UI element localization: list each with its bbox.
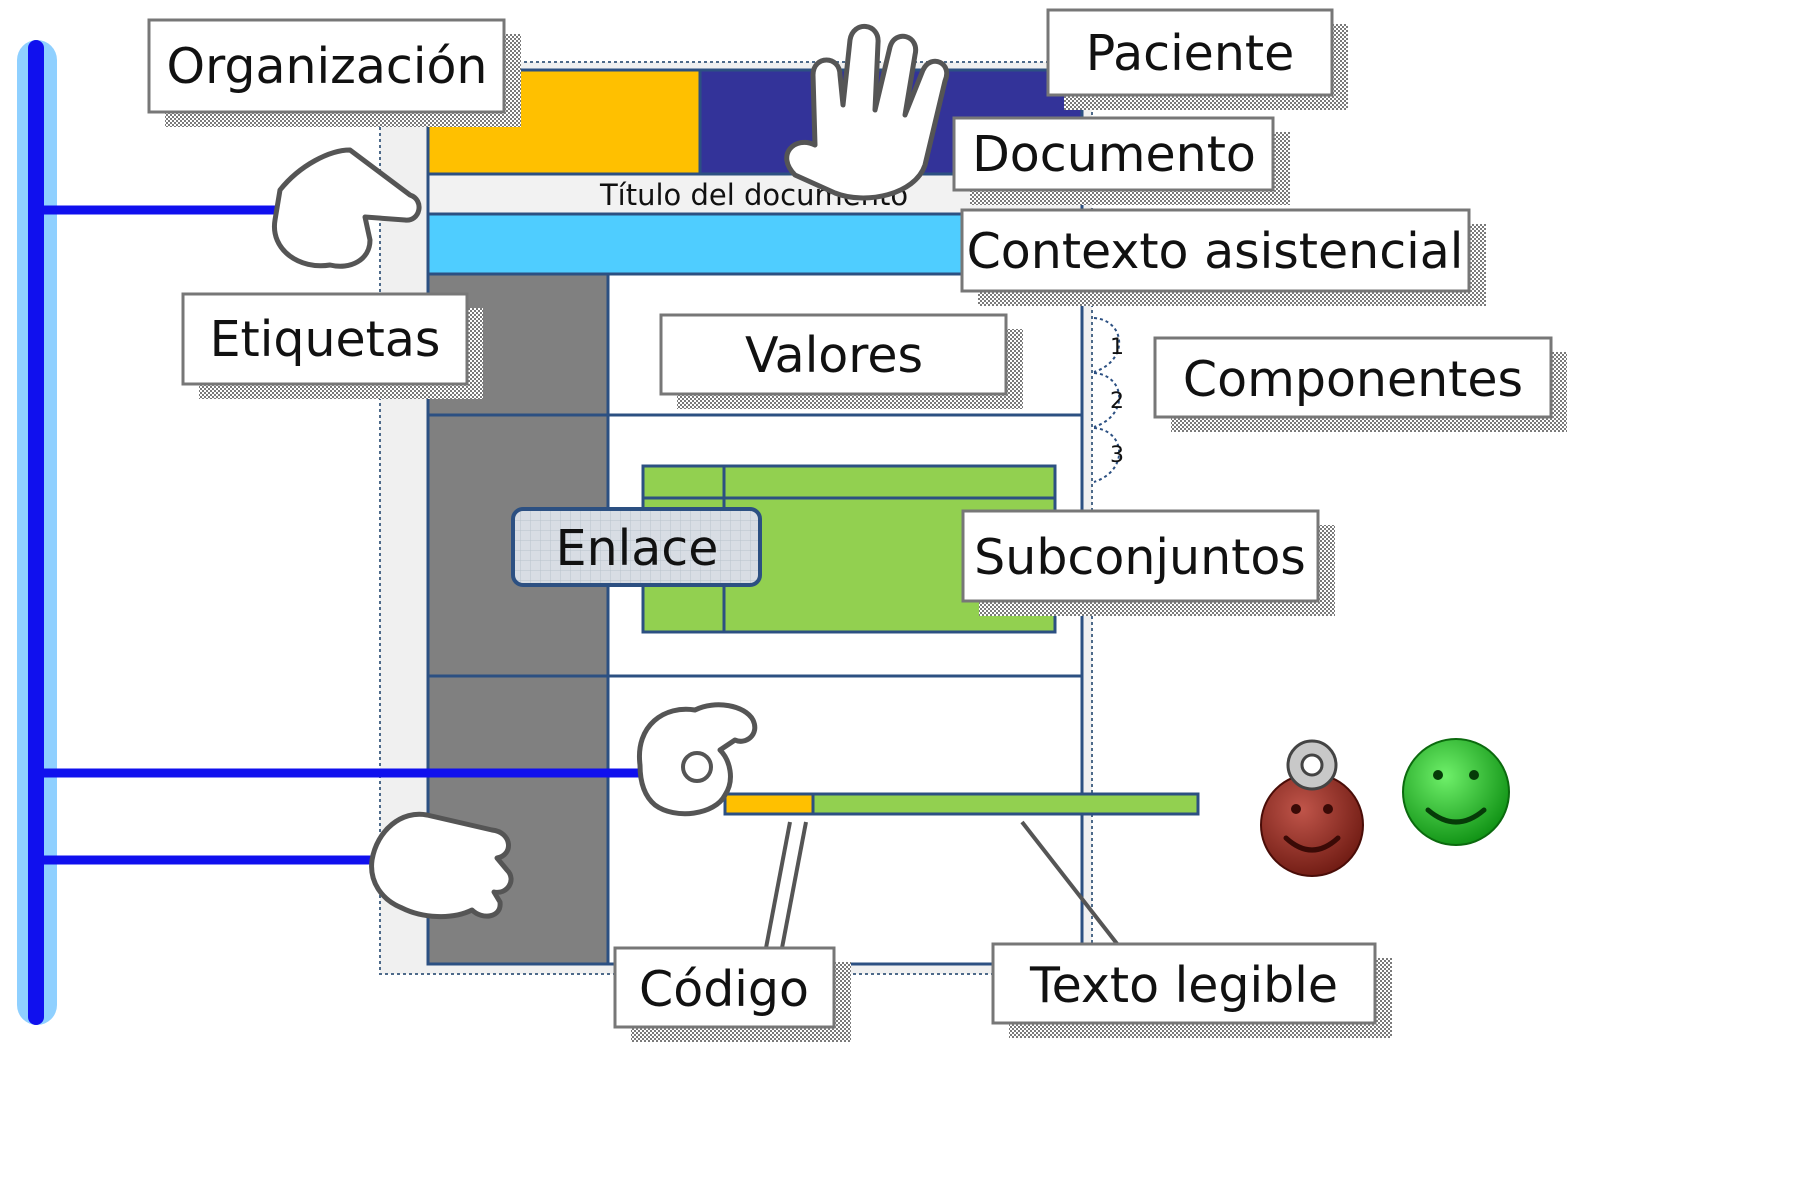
component-tab-1 bbox=[1093, 317, 1121, 373]
code-pointer bbox=[764, 821, 792, 949]
callout-paciente: Paciente bbox=[1046, 8, 1348, 110]
label-valores: Valores bbox=[745, 327, 923, 384]
pointing-hand-icon bbox=[272, 147, 422, 269]
callout-texto-legible: Texto legible bbox=[991, 942, 1392, 1038]
text-segment bbox=[811, 792, 1200, 816]
callout-componentes: Componentes bbox=[1153, 336, 1567, 432]
ok-hand-icon bbox=[636, 702, 758, 817]
component-tab-2 bbox=[1093, 372, 1121, 428]
callout-codigo: Código bbox=[613, 946, 851, 1042]
callout-subconjuntos: Subconjuntos bbox=[961, 509, 1335, 616]
label-enlace: Enlace bbox=[556, 520, 719, 577]
label-documento: Documento bbox=[972, 126, 1256, 183]
callout-organizacion: Organización bbox=[147, 18, 521, 127]
component-tab-3 bbox=[1093, 427, 1121, 483]
callout-contexto: Contexto asistencial bbox=[960, 208, 1486, 306]
open-hand-icon bbox=[784, 23, 950, 201]
label-componentes: Componentes bbox=[1183, 351, 1523, 408]
label-etiquetas: Etiquetas bbox=[210, 311, 441, 368]
code-segment bbox=[723, 792, 815, 816]
component-tab-2-number: 2 bbox=[1110, 389, 1124, 414]
component-tab-1-number: 1 bbox=[1110, 335, 1124, 360]
label-contexto-asistencial: Contexto asistencial bbox=[967, 223, 1464, 280]
label-organizacion: Organización bbox=[167, 38, 488, 95]
component-tabs: 1 2 3 bbox=[1093, 317, 1124, 483]
spine bbox=[17, 40, 57, 1025]
connectors bbox=[44, 205, 1120, 949]
happy-face-icon bbox=[1402, 738, 1510, 846]
receiving-hand-icon bbox=[369, 811, 514, 920]
callout-etiquetas: Etiquetas bbox=[181, 292, 483, 399]
label-texto-legible: Texto legible bbox=[1029, 957, 1338, 1014]
callout-documento: Documento bbox=[952, 116, 1290, 205]
label-paciente: Paciente bbox=[1086, 25, 1295, 82]
code-pointer-2 bbox=[780, 821, 808, 949]
component-tab-3-number: 3 bbox=[1110, 443, 1124, 468]
text-pointer bbox=[1020, 820, 1120, 947]
label-subconjuntos: Subconjuntos bbox=[974, 529, 1306, 586]
spine-bar bbox=[28, 40, 44, 1025]
label-codigo: Código bbox=[639, 961, 809, 1018]
doctor-face-icon bbox=[1260, 739, 1364, 877]
callout-enlace: Enlace bbox=[511, 507, 762, 587]
callout-valores: Valores bbox=[659, 313, 1023, 409]
